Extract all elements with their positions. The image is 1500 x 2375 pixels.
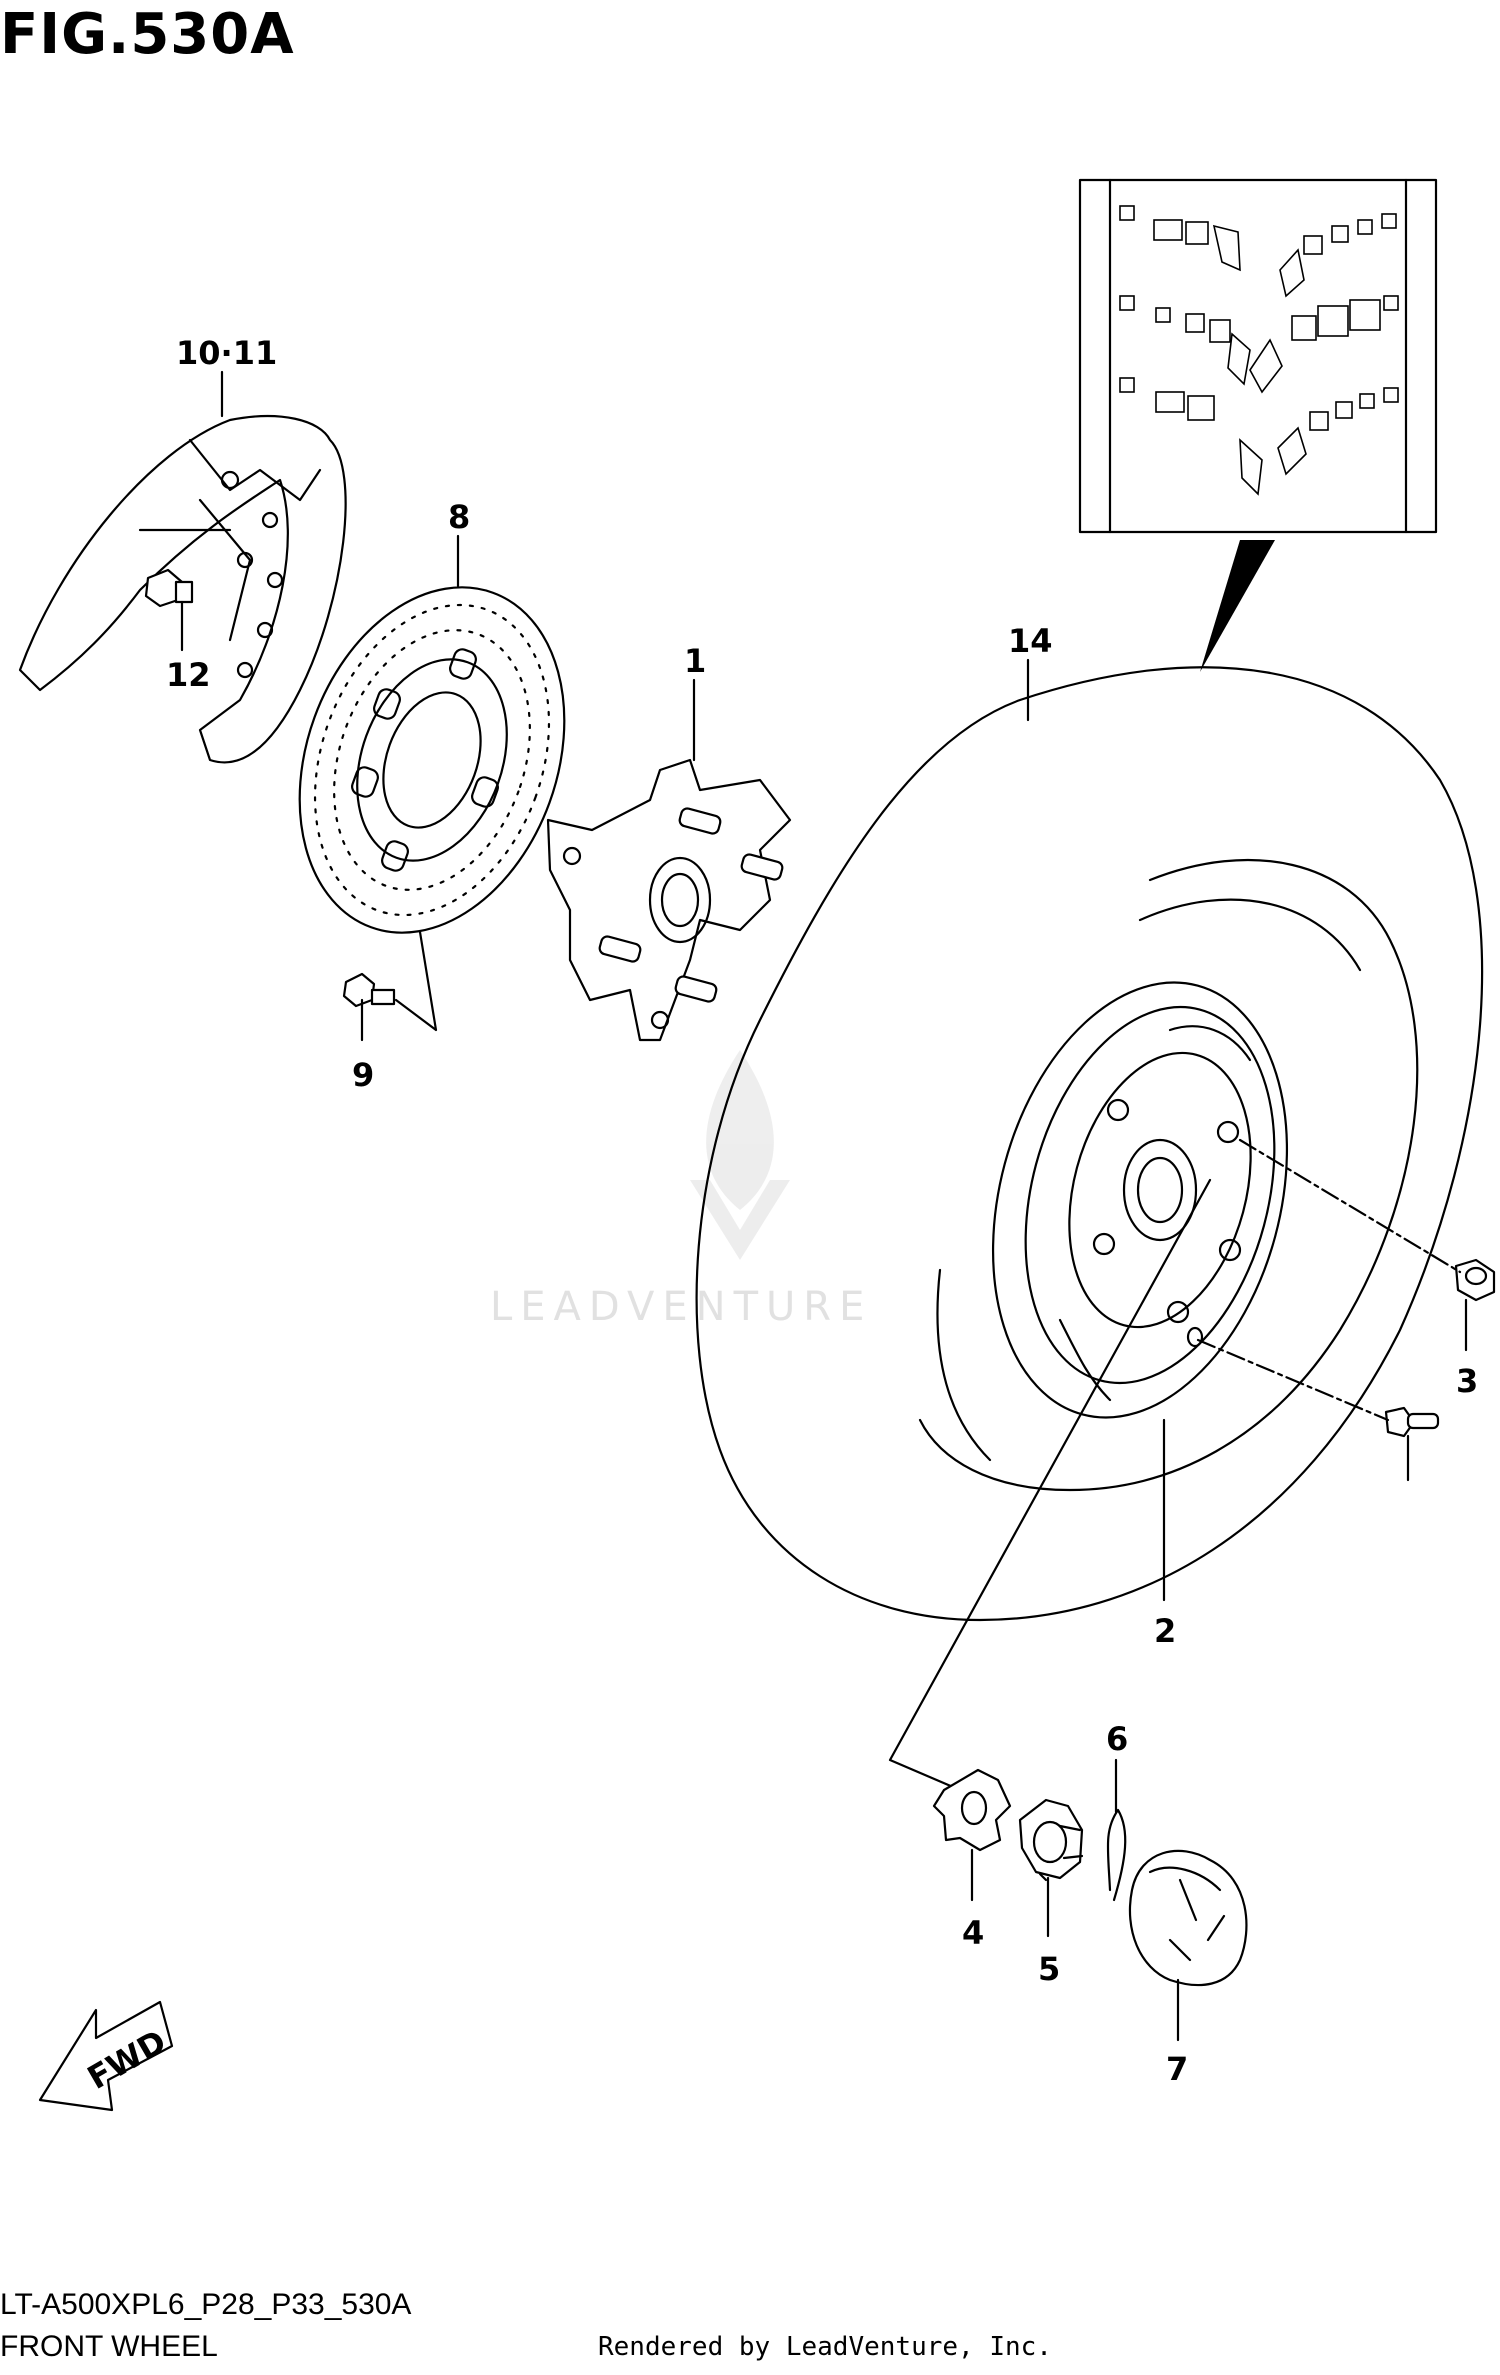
- wheel-rim: [991, 981, 1289, 1419]
- callout-8: 8: [448, 498, 470, 536]
- castle-nut: [1018, 1798, 1084, 1882]
- fwd-arrow: FWD: [38, 2000, 174, 2112]
- render-credit: Rendered by LeadVenture, Inc.: [598, 2332, 1052, 2362]
- figure-title: FIG.530A: [0, 2, 295, 67]
- disc-bolt-leader: [394, 930, 438, 1032]
- valve-leader: [1196, 1338, 1390, 1422]
- hub-cap: [1128, 1849, 1248, 1987]
- disc-bolt: [342, 972, 396, 1008]
- figure-caption: FRONT WHEEL: [0, 2330, 218, 2363]
- watermark-text: LEADVENTURE: [490, 1284, 872, 1330]
- wheel-hub: [546, 758, 792, 1042]
- brake-disc-cover: [18, 414, 347, 764]
- callout-1: 1: [684, 642, 706, 680]
- callout-12: 12: [166, 656, 211, 694]
- leadventure-watermark: LEADVENTURE: [490, 1050, 872, 1330]
- callouts: 10·11 12 8 1 9 14 3 2 6 4 5 7: [166, 334, 1478, 2088]
- cover-bolt: [144, 568, 194, 608]
- brake-disc: [298, 586, 566, 934]
- lock-washer: [932, 1768, 1012, 1852]
- callout-2: 2: [1154, 1612, 1176, 1650]
- cotter-pin: [1106, 1808, 1127, 1902]
- callout-4: 4: [962, 1914, 984, 1952]
- callout-13: 14: [1008, 622, 1053, 660]
- callout-5: 5: [1038, 1950, 1060, 1988]
- nut-leader: [1238, 1138, 1462, 1274]
- callout-6: 6: [1106, 1720, 1128, 1758]
- hub-washer-leader: [888, 1178, 1212, 1792]
- callout-leaders: [180, 370, 1468, 2042]
- callout-10-11: 10·11: [176, 334, 277, 372]
- tire-valve: [1384, 1406, 1440, 1438]
- tire: [695, 666, 1484, 1622]
- model-code: LT-A500XPL6_P28_P33_530A: [0, 2288, 412, 2321]
- callout-9: 9: [352, 1056, 374, 1094]
- wheel-nut: [1454, 1258, 1496, 1302]
- callout-3: 3: [1456, 1362, 1478, 1400]
- tread-pattern-inset: [1078, 178, 1438, 672]
- callout-7: 7: [1166, 2050, 1188, 2088]
